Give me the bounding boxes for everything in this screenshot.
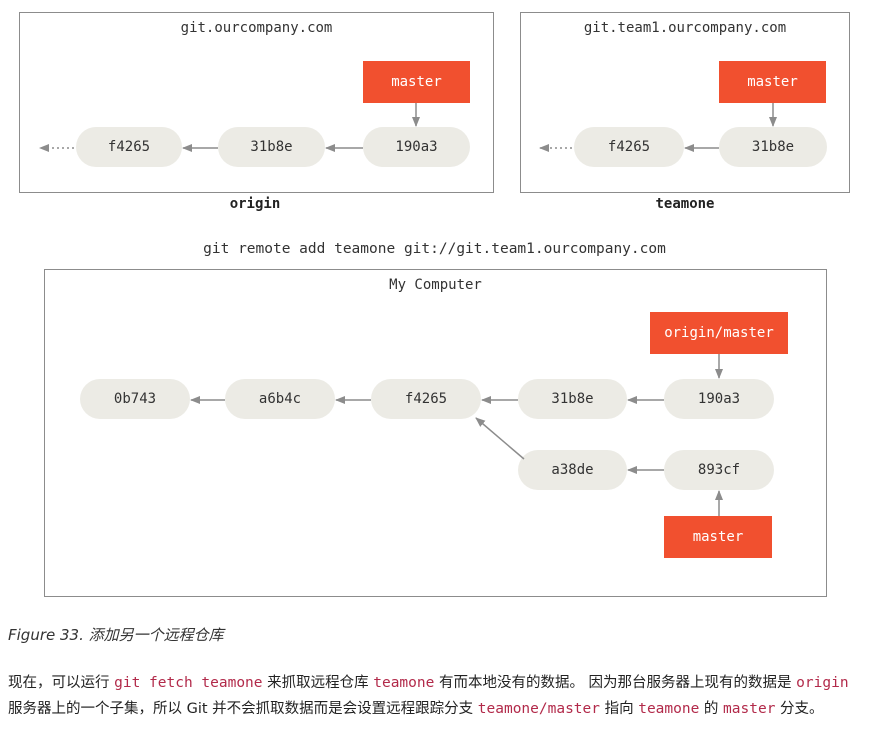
body-paragraph: 现在，可以运行 git fetch teamone 来抓取远程仓库 teamon… — [8, 670, 863, 722]
teamone-commit-f4265: f4265 — [574, 127, 684, 167]
paragraph-text-3: 有而本地没有的数据。 因为那台服务器上现有的数据是 — [434, 675, 797, 691]
local-commit-a38de: a38de — [518, 450, 627, 490]
local-commit-a6b4c: a6b4c — [225, 379, 335, 419]
origin-label: origin — [229, 196, 281, 212]
origin-master-remote-branch: origin/master — [650, 312, 788, 354]
commit-arrows — [39, 103, 777, 516]
local-commit-31b8e: 31b8e — [518, 379, 627, 419]
code-git-fetch-teamone: git fetch teamone — [114, 675, 263, 691]
code-teamone-2: teamone — [638, 701, 700, 717]
code-teamone: teamone — [373, 675, 435, 691]
remote-add-command: git remote add teamone git://git.team1.o… — [203, 241, 666, 257]
figure-caption: Figure 33. 添加另一个远程仓库 — [8, 626, 224, 644]
local-master-branch: master — [664, 516, 772, 558]
teamone-label: teamone — [655, 196, 715, 212]
teamone-commit-31b8e: 31b8e — [719, 127, 827, 167]
paragraph-text-1: 现在，可以运行 — [8, 675, 115, 691]
paragraph-text-4: 服务器上的一个子集，所以 Git 并不会抓取数据而是会设置远程跟踪分支 — [8, 701, 478, 717]
local-commit-190a3: 190a3 — [664, 379, 774, 419]
local-computer-title: My Computer — [389, 277, 482, 293]
origin-commit-190a3: 190a3 — [363, 127, 470, 167]
code-master: master — [723, 701, 776, 717]
local-commit-f4265: f4265 — [371, 379, 481, 419]
code-teamone-master: teamone/master — [477, 701, 600, 717]
paragraph-text-5: 指向 — [600, 701, 639, 717]
origin-commit-f4265: f4265 — [76, 127, 182, 167]
teamone-host-title: git.team1.ourcompany.com — [583, 20, 787, 36]
origin-host-title: git.ourcompany.com — [180, 20, 333, 36]
origin-master-branch: master — [363, 61, 470, 103]
local-arrow-a38de-f4265 — [475, 417, 525, 460]
origin-commit-31b8e: 31b8e — [218, 127, 325, 167]
paragraph-text-6: 的 — [699, 701, 724, 717]
local-commit-893cf: 893cf — [664, 450, 774, 490]
paragraph-text-2: 来抓取远程仓库 — [262, 675, 374, 691]
code-origin: origin — [796, 675, 849, 691]
local-commit-0b743: 0b743 — [80, 379, 190, 419]
paragraph-text-7: 分支。 — [775, 701, 824, 717]
teamone-master-branch: master — [719, 61, 826, 103]
